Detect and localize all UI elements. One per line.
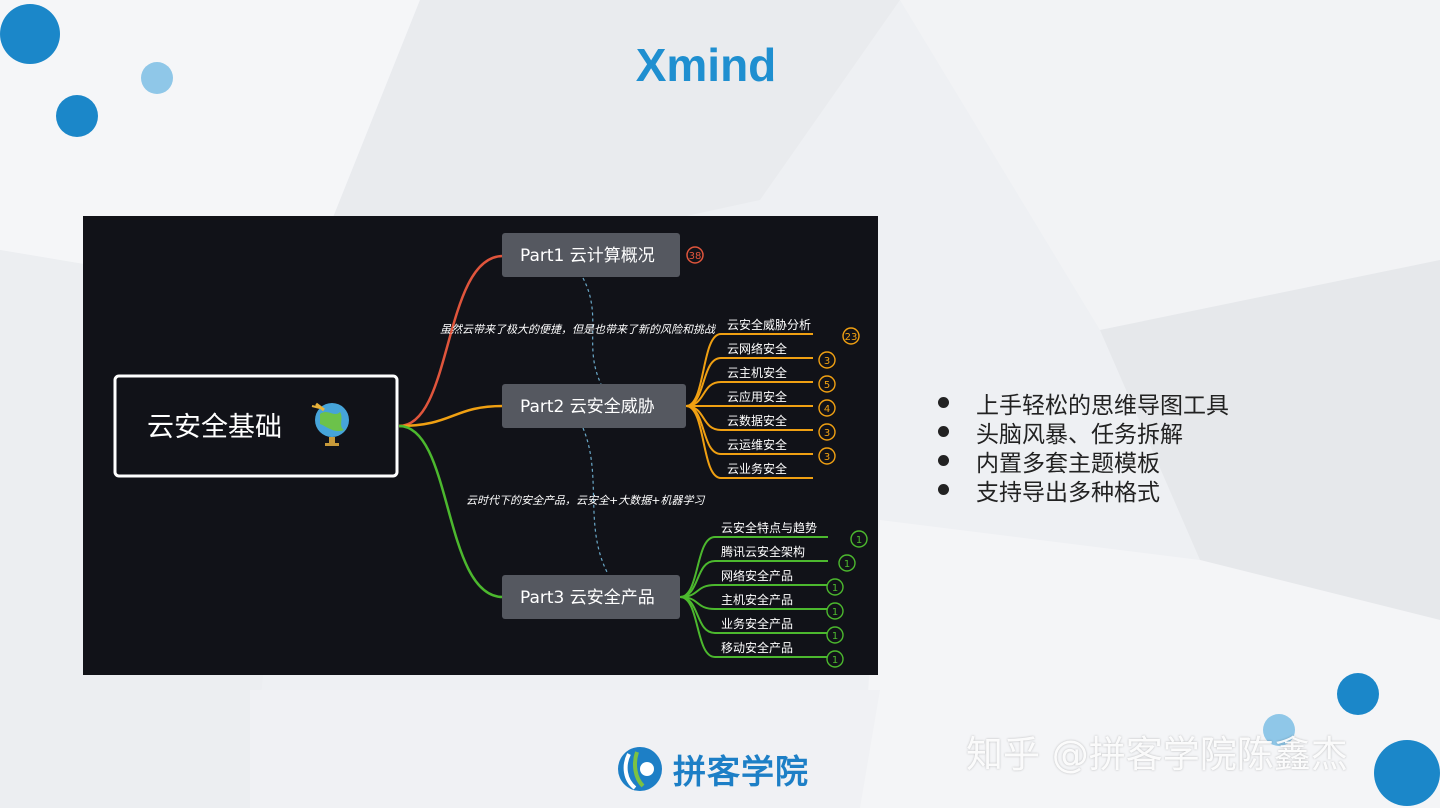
count-badge [838,554,856,572]
feature-list: 上手轻松的思维导图工具 头脑风暴、任务拆解 内置多套主题模板 支持导出多种格式 [938,388,1229,506]
child-topic[interactable]: 主机安全产品 1 [679,592,844,620]
branch-node-part2[interactable]: Part2 云安全威胁 [502,384,686,428]
feature-item: 上手轻松的思维导图工具 [938,388,1229,419]
connector-line [685,405,722,479]
child-topic[interactable]: 云数据安全 3 [685,405,836,441]
count-badge [826,578,844,596]
count-badge [818,423,836,441]
decorative-dot [0,4,60,64]
child-topic-label: 网络安全产品 [721,568,793,583]
count-badge [826,626,844,644]
child-topic-label: 业务安全产品 [721,616,793,631]
logo-text: 拼客学院 [673,752,809,791]
count-badge [818,375,836,393]
count-badge [818,399,836,417]
relation-label: 虽然云带来了极大的便捷，但是也带来了新的风险和挑战 [440,323,717,336]
count-badge [826,602,844,620]
count-badge-label: 1 [856,535,862,546]
child-topic-label: 云数据安全 [727,413,787,428]
branch-node-part1[interactable]: Part1 云计算概况 38 [502,233,704,277]
logo-mark-icon [618,747,662,791]
count-badge [818,351,836,369]
child-topic[interactable]: 云运维安全 3 [685,405,836,465]
child-topic-label: 云应用安全 [727,389,787,404]
bullet-dot [938,426,949,437]
decorative-dot [56,95,98,137]
child-topic[interactable]: 业务安全产品 1 [679,596,844,644]
count-badge [818,447,836,465]
part3-children: 云安全特点与趋势1腾讯云安全架构1网络安全产品1主机安全产品1业务安全产品1移动… [679,520,868,668]
child-topic[interactable]: 网络安全产品 1 [679,568,844,598]
bullet-dot [938,484,949,495]
decorative-dot [141,62,173,94]
count-badge-label: 23 [845,332,858,343]
feature-item: 头脑风暴、任务拆解 [938,417,1229,448]
child-topic[interactable]: 云主机安全 5 [685,365,836,407]
connector-line [679,596,716,658]
globe-icon [311,402,349,446]
child-topic-label: 云业务安全 [727,461,787,476]
child-topic[interactable]: 云应用安全 4 [685,389,836,417]
count-badge-label: 1 [832,583,838,594]
bullet-dot [938,455,949,466]
root-node-label: 云安全基础 [147,412,282,443]
feature-item: 支持导出多种格式 [938,475,1229,506]
child-topic[interactable]: 云安全威胁分析 23 [685,317,860,407]
child-topic-label: 主机安全产品 [721,592,793,607]
count-badge-label: 4 [824,404,830,415]
child-topic-label: 移动安全产品 [721,640,793,655]
decorative-dot [1263,714,1295,746]
count-badge-label: 1 [832,631,838,642]
count-badge [842,327,860,345]
count-badge [826,650,844,668]
child-topic[interactable]: 云业务安全 [685,405,813,479]
count-badge-label: 5 [824,380,830,391]
child-topic[interactable]: 云安全特点与趋势 1 [679,520,868,598]
connector-line [685,381,722,407]
mindmap-screenshot: 云安全基础 Part1 云计算概况 38 Part2 云安全威胁 Part3 云… [83,216,878,675]
logo: 拼客学院 [615,744,809,794]
branch-label: Part1 云计算概况 [520,246,655,266]
count-badge-label: 1 [832,655,838,666]
count-badge [850,530,868,548]
mindmap-canvas: 云安全基础 Part1 云计算概况 38 Part2 云安全威胁 Part3 云… [113,233,868,668]
count-badge-label: 3 [824,428,830,439]
branch-label: Part3 云安全产品 [520,588,655,608]
decorative-dot [1374,740,1440,806]
decorative-dot [1337,673,1379,715]
connector-line [685,405,722,431]
part2-children: 云安全威胁分析23云网络安全3云主机安全5云应用安全4云数据安全3云运维安全3云… [685,317,860,479]
count-badge-label: 3 [824,356,830,367]
child-topic-label: 云网络安全 [727,341,787,356]
count-badge-label: 3 [824,452,830,463]
bullet-dot [938,397,949,408]
child-topic-label: 云安全特点与趋势 [721,520,817,535]
child-topic-label: 腾讯云安全架构 [721,544,805,559]
connector-line [679,536,716,598]
watermark: 知乎 @拼客学院陈鑫杰 [966,733,1348,776]
feature-item: 内置多套主题模板 [938,446,1229,477]
child-topic-label: 云运维安全 [727,437,787,452]
child-topic[interactable]: 云网络安全 3 [685,341,836,407]
branch-node-part3[interactable]: Part3 云安全产品 [502,575,680,619]
branch-badge: 38 [689,251,702,262]
child-topic-label: 云安全威胁分析 [727,317,811,332]
count-badge-label: 1 [844,559,850,570]
slide-title: Xmind [635,39,777,91]
child-topic[interactable]: 移动安全产品 1 [679,596,844,668]
count-badge-label: 1 [832,607,838,618]
branch-label: Part2 云安全威胁 [520,397,655,417]
child-topic-label: 云主机安全 [727,365,787,380]
relation-label: 云时代下的安全产品，云安全+大数据+机器学习 [466,494,705,507]
